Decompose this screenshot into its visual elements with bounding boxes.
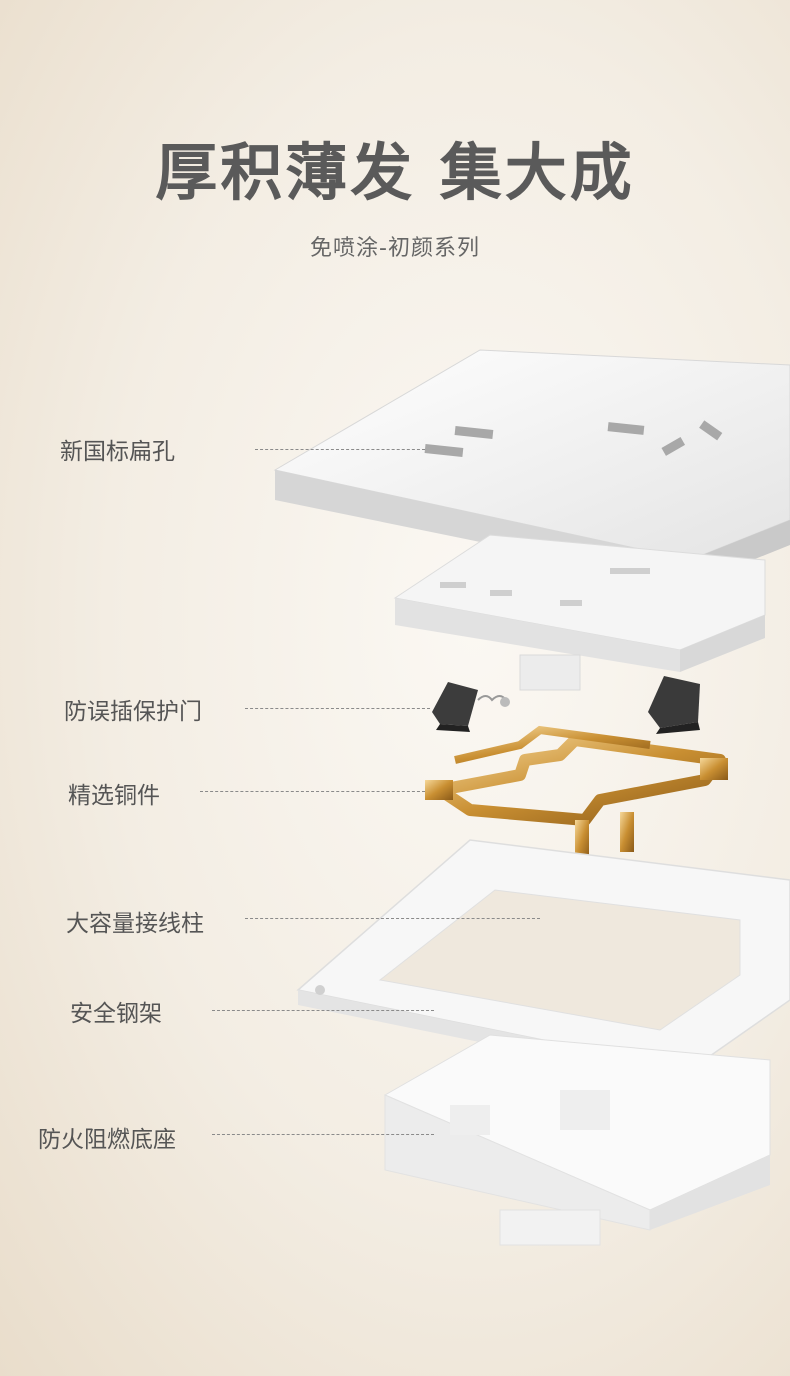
callout-label-flat-hole: 新国标扁孔 [60,439,175,465]
inner-plate [393,534,766,691]
flat-pin-hole [699,420,723,441]
callout-label-terminal: 大容量接线柱 [66,911,204,937]
flat-pin-hole [424,444,464,457]
copper-conductors [425,725,728,860]
callout-label-steel-frame: 安全钢架 [70,1001,162,1027]
leader-line [245,918,540,919]
leader-line [212,1134,434,1135]
leader-line [200,791,425,792]
leader-line [245,708,430,709]
leader-line [212,1010,434,1011]
shutter-right [648,676,700,734]
callout-label-base: 防火阻燃底座 [38,1127,176,1153]
flat-pin-hole [661,437,686,456]
flat-pin-hole [607,422,645,435]
leader-line [255,449,425,450]
shutter-left [432,682,510,732]
flat-pin-hole [454,426,494,439]
base-housing [383,1034,771,1246]
callout-label-shutter: 防误插保护门 [64,699,202,725]
callout-label-copper: 精选铜件 [68,783,160,809]
page-subtitle: 免喷涂-初颜系列 [310,236,480,261]
page-title: 厚积薄发 集大成 [155,136,635,209]
